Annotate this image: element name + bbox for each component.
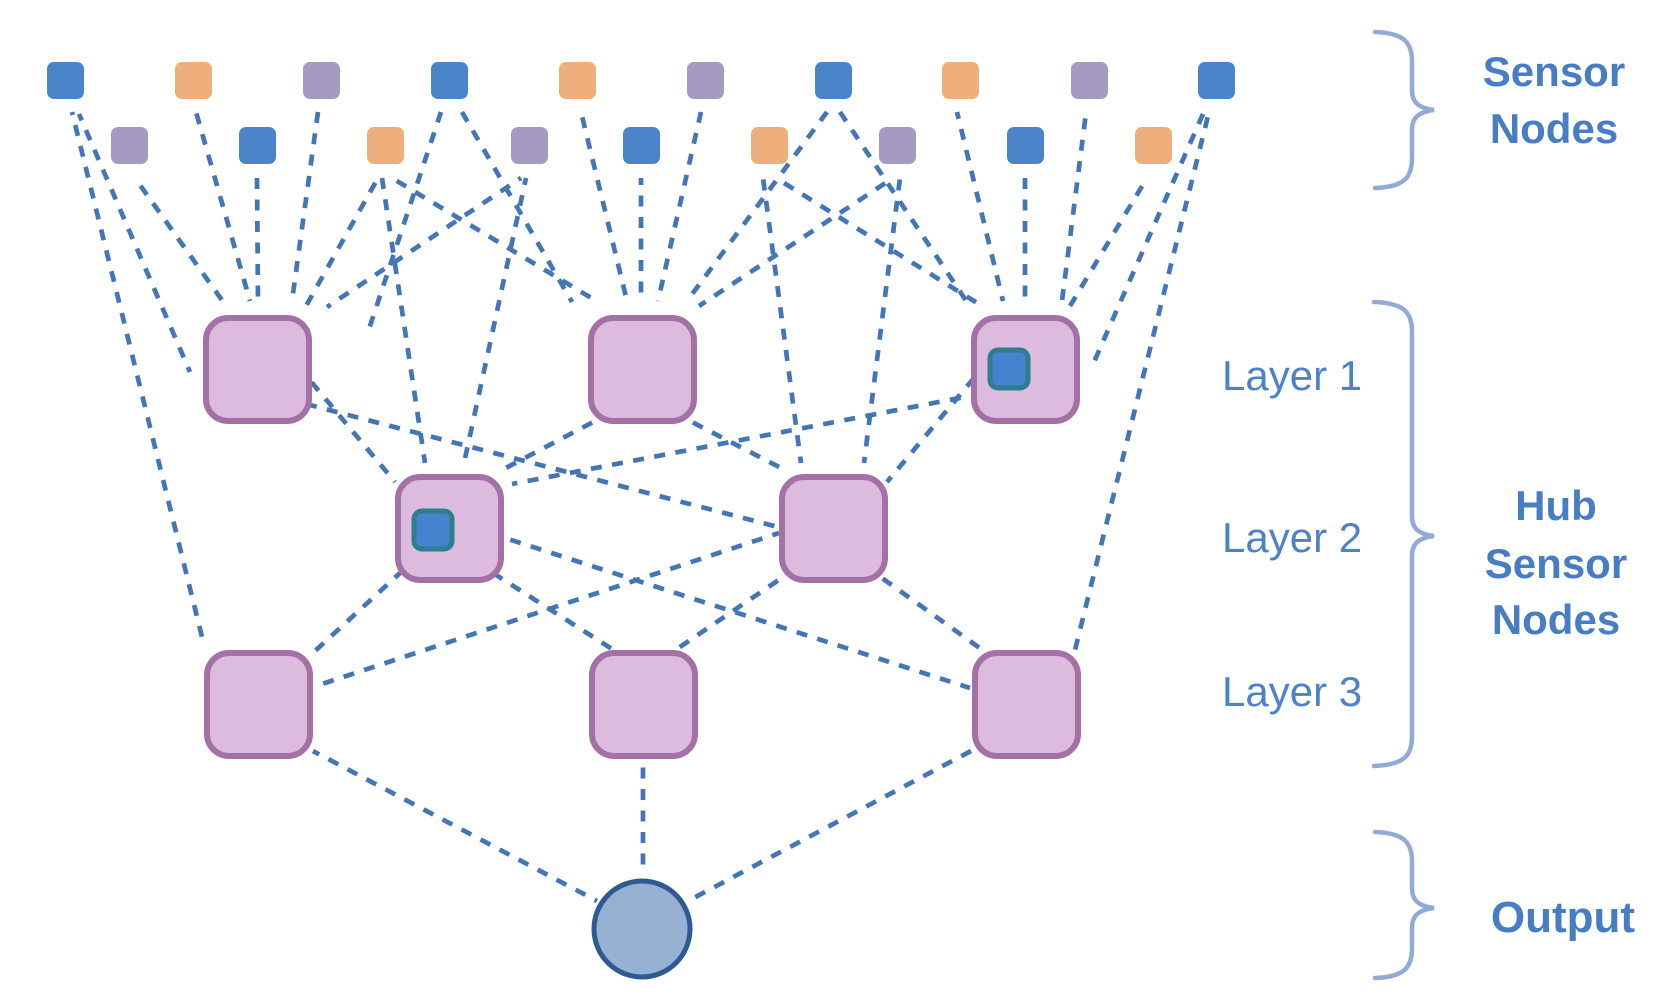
svg-text:Nodes: Nodes — [1490, 105, 1618, 152]
svg-text:Sensor: Sensor — [1485, 540, 1627, 587]
svg-text:Hub: Hub — [1515, 482, 1597, 529]
svg-text:Layer 3: Layer 3 — [1222, 668, 1362, 715]
svg-text:Layer 2: Layer 2 — [1222, 514, 1362, 561]
svg-text:Nodes: Nodes — [1492, 596, 1620, 643]
svg-text:Output: Output — [1491, 893, 1636, 942]
svg-text:Layer 1: Layer 1 — [1222, 352, 1362, 399]
svg-text:Sensor: Sensor — [1483, 48, 1625, 95]
